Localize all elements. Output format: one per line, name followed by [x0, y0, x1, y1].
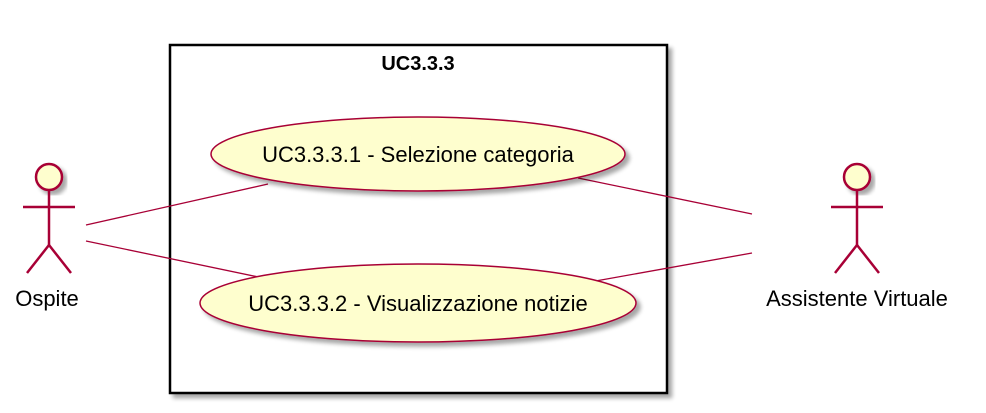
actor-label-assistente-virtuale: Assistente Virtuale [766, 286, 948, 311]
actor-right-leg [48, 244, 72, 274]
use-case-selezione-categoria: UC3.3.3.1 - Selezione categoria [210, 116, 626, 192]
use-case-ellipse [199, 263, 637, 343]
association-uc1-assistente [577, 177, 753, 215]
use-case-label: UC3.3.3.1 - Selezione categoria [262, 142, 575, 167]
actor-label-ospite: Ospite [15, 286, 79, 311]
association-ospite-uc2 [85, 240, 269, 280]
associations [85, 177, 753, 283]
actor-right-leg [856, 244, 880, 274]
use-case-ellipse [210, 116, 626, 192]
use-case-label: UC3.3.3.2 - Visualizzazione notizie [248, 291, 588, 316]
actor-head [842, 162, 872, 192]
actor-left-leg [26, 244, 50, 274]
actor-head [34, 162, 64, 192]
use-case-visualizzazione-notizie: UC3.3.3.2 - Visualizzazione notizie [199, 263, 637, 343]
actor-ospite [23, 162, 75, 274]
association-ospite-uc1 [85, 183, 269, 226]
association-uc2-assistente [589, 252, 753, 283]
actor-assistente-virtuale [831, 162, 883, 274]
system-title: UC3.3.3 [381, 53, 454, 75]
actor-left-leg [834, 244, 858, 274]
